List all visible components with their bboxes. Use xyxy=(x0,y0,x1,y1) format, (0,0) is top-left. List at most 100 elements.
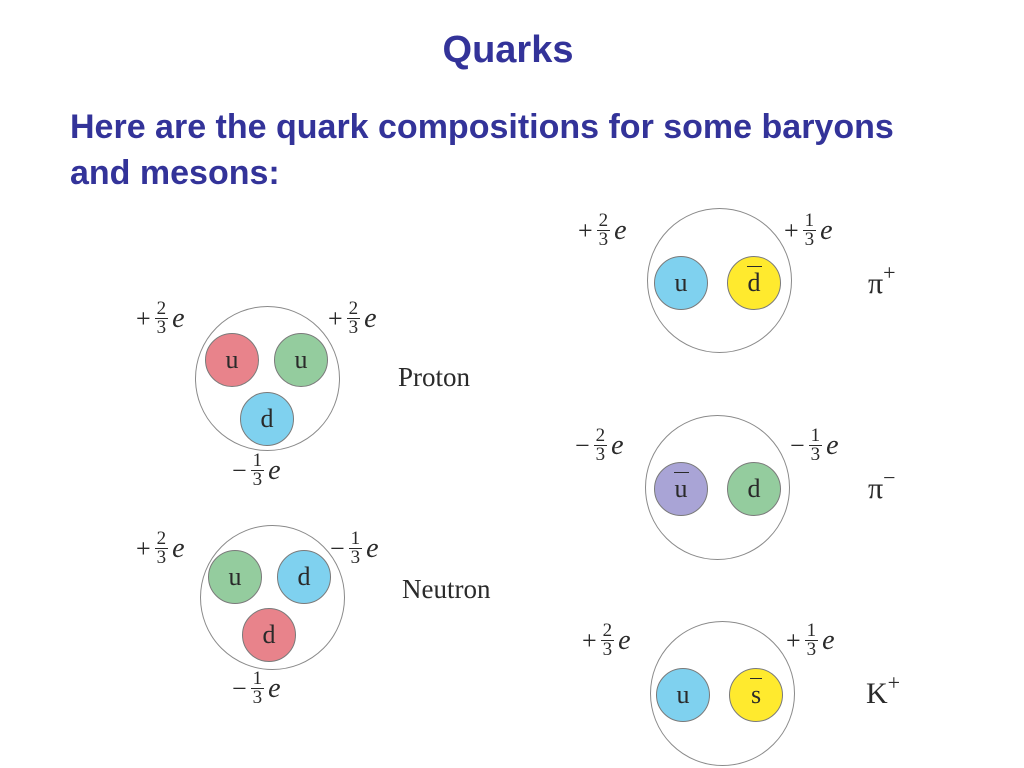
quark-u: u xyxy=(654,256,708,310)
quark-u: u xyxy=(208,550,262,604)
particle-charge-superscript: + xyxy=(887,670,901,695)
quark-label: u xyxy=(674,268,688,297)
charge-unit: e xyxy=(820,214,833,246)
pi-plus-symbol-label: π+ xyxy=(868,260,896,301)
charge-unit: e xyxy=(172,532,185,564)
quark-u: u xyxy=(274,333,328,387)
charge-numerator: 2 xyxy=(346,298,361,319)
charge-numerator: 1 xyxy=(348,528,363,549)
quark-d: d xyxy=(240,392,294,446)
charge-unit: e xyxy=(826,429,839,461)
neutron-name-label: Neutron xyxy=(402,574,491,604)
charge-sign: − xyxy=(330,533,345,563)
quark-label: u xyxy=(673,472,689,503)
charge-numerator: 1 xyxy=(802,210,817,231)
proton-name-label: Proton xyxy=(398,362,471,392)
charge-sign: + xyxy=(578,215,593,245)
quark-label: d xyxy=(260,404,274,433)
quark-label: d xyxy=(262,620,276,649)
charge-sign: + xyxy=(136,533,151,563)
charge-denominator: 3 xyxy=(602,639,613,660)
quark-d: d xyxy=(727,462,781,516)
charge-denominator: 3 xyxy=(252,687,263,708)
charge-denominator: 3 xyxy=(595,444,606,465)
quark-d: d xyxy=(242,608,296,662)
charge-numerator: 2 xyxy=(154,298,169,319)
charge-unit: e xyxy=(268,672,281,704)
charge-numerator: 2 xyxy=(593,425,608,446)
particle-charge-superscript: − xyxy=(883,465,896,490)
slide-title: Quarks xyxy=(442,29,574,71)
charge-unit: e xyxy=(611,429,624,461)
charge-unit: e xyxy=(618,624,631,656)
charge-denominator: 3 xyxy=(156,317,167,338)
quark-label: d xyxy=(746,266,762,297)
charge-unit: e xyxy=(366,532,379,564)
quark-d: d xyxy=(277,550,331,604)
charge-denominator: 3 xyxy=(348,317,359,338)
charge-sign: + xyxy=(786,625,801,655)
charge-unit: e xyxy=(172,302,185,334)
charge-sign: + xyxy=(784,215,799,245)
charge-unit: e xyxy=(268,454,281,486)
charge-sign: − xyxy=(232,455,247,485)
antiquark-s: s xyxy=(729,668,783,722)
quark-u: u xyxy=(656,668,710,722)
quark-label: s xyxy=(749,678,763,709)
charge-denominator: 3 xyxy=(598,229,609,250)
charge-sign: − xyxy=(575,430,590,460)
charge-numerator: 1 xyxy=(250,450,265,471)
quark-u: u xyxy=(205,333,259,387)
quark-label: d xyxy=(747,474,761,503)
particle-symbol: π xyxy=(868,472,884,505)
charge-numerator: 1 xyxy=(808,425,823,446)
particle-symbol: π xyxy=(868,267,884,300)
charge-numerator: 1 xyxy=(804,620,819,641)
charge-numerator: 1 xyxy=(250,668,265,689)
charge-denominator: 3 xyxy=(810,444,821,465)
charge-denominator: 3 xyxy=(804,229,815,250)
charge-denominator: 3 xyxy=(350,547,361,568)
charge-numerator: 2 xyxy=(154,528,169,549)
charge-numerator: 2 xyxy=(600,620,615,641)
charge-numerator: 2 xyxy=(596,210,611,231)
charge-sign: + xyxy=(136,303,151,333)
intro-text: Here are the quark compositions for some… xyxy=(70,108,894,192)
charge-denominator: 3 xyxy=(156,547,167,568)
quark-label: d xyxy=(297,562,311,591)
particle-symbol: K xyxy=(866,677,888,710)
quark-label: u xyxy=(676,680,690,709)
charge-unit: e xyxy=(614,214,627,246)
charge-sign: − xyxy=(790,430,805,460)
charge-sign: + xyxy=(582,625,597,655)
antiquark-u: u xyxy=(654,462,708,516)
charge-denominator: 3 xyxy=(806,639,817,660)
quark-label: u xyxy=(225,345,239,374)
k-plus-symbol-label: K+ xyxy=(866,670,901,711)
particle-charge-superscript: + xyxy=(883,260,896,285)
charge-sign: − xyxy=(232,673,247,703)
